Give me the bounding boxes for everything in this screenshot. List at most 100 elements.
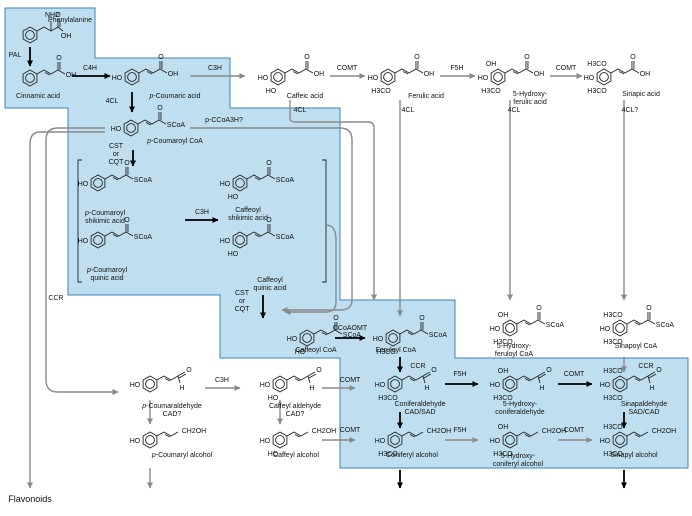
oxygen-label: O: [266, 217, 272, 224]
ch2oh-label: CH2OH: [427, 428, 452, 435]
side-chain: [313, 329, 336, 335]
benzene-ring: [124, 68, 140, 86]
oxygen-label: O: [55, 12, 61, 19]
compound-label-phe: Phenylalanine: [48, 17, 92, 24]
side-chain: [36, 69, 59, 75]
substituent-label: HO: [112, 75, 123, 82]
oxygen-label: O: [630, 54, 636, 61]
enzyme-label-ccr_left: CCR: [48, 295, 63, 302]
oxygen-label: O: [656, 367, 662, 374]
enzyme-label-comt5: COMT: [564, 371, 585, 378]
enzyme-label-c3h1: C3H: [208, 65, 222, 72]
side-chain: [104, 231, 127, 237]
substituent-label: HO: [130, 382, 141, 389]
substituent-label: HO: [368, 75, 379, 82]
benzene-ring: [272, 375, 288, 393]
left-bracket: [77, 159, 82, 283]
benzene-ring: [22, 26, 38, 44]
arrow-4cl-caffeic: [289, 100, 377, 301]
hydrogen-label: H: [179, 385, 184, 392]
substituent-label: OH: [498, 368, 509, 375]
side-chain: [626, 319, 649, 325]
benzene-ring: [90, 174, 106, 192]
benzene-ring: [596, 68, 612, 86]
hydrogen-label: H: [649, 385, 654, 392]
substituent-label: HO: [584, 75, 595, 82]
enzyme-label-ccr: CCR: [410, 363, 425, 370]
benzene-ring: [612, 375, 628, 393]
substituent-label: HO: [478, 75, 489, 82]
hydroxyl-label: OH: [168, 71, 179, 78]
scoa-label: SCoA: [134, 177, 153, 184]
benzene-ring: [123, 119, 139, 137]
compound-label-pcalc: p-Coumaryl alcohol: [151, 452, 213, 459]
arrow-pcc3h: [190, 127, 353, 313]
benzene-ring: [299, 329, 315, 347]
ch2oh-label: CH2OH: [652, 428, 677, 435]
scoa-label: SCoA: [343, 332, 362, 339]
substituent-label: HO: [78, 238, 89, 245]
substituent-label: H3CO: [371, 88, 391, 95]
oxygen-label: O: [333, 315, 339, 322]
enzyme-label-pal: PAL: [9, 52, 22, 59]
benzene-ring: [502, 431, 518, 449]
oxygen-label: O: [56, 55, 62, 62]
oxygen-label: O: [546, 367, 552, 374]
compound-label-fcoa: Feruloyl CoA: [376, 347, 417, 354]
compound-label-fer: Ferulic acid: [408, 93, 444, 100]
substituent-label: HO: [295, 349, 306, 356]
arrow-bracket-to-caffeoyl-coa: [284, 224, 337, 315]
compound-label-hconalc: 5-Hydroxy-coniferyl alcohol: [493, 453, 544, 468]
substituent-label: HO: [490, 326, 501, 333]
benzene-ring: [232, 231, 248, 249]
compound-label-flav: Flavonoids: [8, 494, 52, 504]
side-chain: [626, 375, 649, 381]
arrow-flavonoids: [27, 131, 105, 489]
amine-label: NH2: [45, 12, 59, 19]
hydroxyl-label: OH: [66, 72, 77, 79]
substituent-label: H3CO: [587, 61, 607, 68]
side-chain: [516, 431, 539, 437]
compound-label-cfcoa: Caffeoyl CoA: [295, 347, 336, 354]
side-chain: [156, 431, 179, 437]
side-chain: [246, 174, 269, 180]
compound-label-sin: Sinapic acid: [622, 91, 660, 98]
substituent-label: HO: [220, 238, 231, 245]
oxygen-label: O: [186, 367, 192, 374]
side-chain: [286, 431, 309, 437]
substituent-label: H3CO: [378, 395, 398, 402]
compound-label-pcou: p-Coumaric acid: [149, 93, 201, 100]
side-chain: [286, 375, 309, 381]
side-chain: [401, 375, 424, 381]
enzyme-label-c3h2: C3H: [195, 209, 209, 216]
side-chain: [284, 68, 307, 74]
substituent-label: H3CO: [603, 395, 623, 402]
substituent-label: HO: [260, 438, 271, 445]
substituent-label: H3CO: [493, 339, 513, 346]
scoa-label: SCoA: [167, 122, 186, 129]
substituent-label: H3CO: [378, 451, 398, 458]
benzene-ring: [490, 68, 506, 86]
compound-label-hconald: 5-Hydroxy-coniferaldehyde: [495, 401, 545, 416]
benzene-ring: [385, 329, 401, 347]
substituent-label: H3CO: [603, 312, 623, 319]
oxygen-label: O: [646, 305, 652, 312]
ch2oh-label: CH2OH: [182, 428, 207, 435]
side-chain: [610, 68, 633, 74]
enzyme-label-cl4: 4CL: [508, 107, 521, 114]
hydrogen-label: H: [539, 385, 544, 392]
oxygen-label: O: [316, 367, 322, 374]
side-chain: [504, 68, 527, 74]
compound-label-scoa: Sinapoyl CoA: [615, 343, 658, 350]
enzyme-label-comt7: COMT: [564, 427, 585, 434]
scoa-label: SCoA: [656, 322, 675, 329]
substituent-label: H3CO: [603, 424, 623, 431]
benzene-ring: [502, 319, 518, 337]
